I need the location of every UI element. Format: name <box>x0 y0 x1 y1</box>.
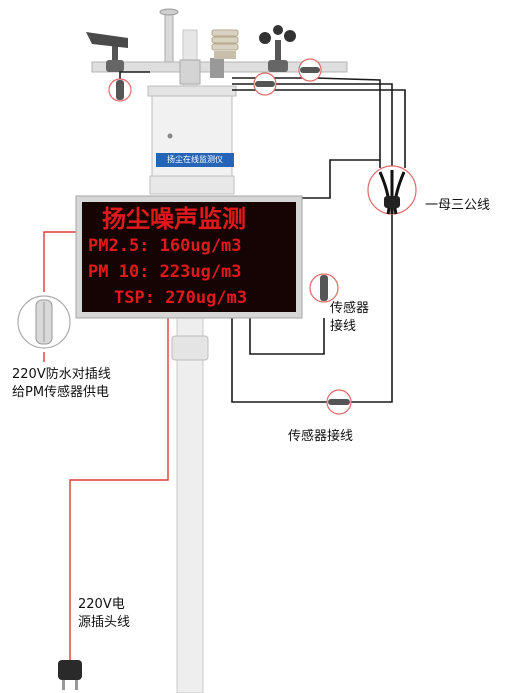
connector-marker <box>326 389 352 415</box>
wind-vane-icon <box>86 32 128 72</box>
connector-marker <box>298 58 322 82</box>
connector-marker <box>309 273 339 303</box>
thermo-hygro-shield-icon <box>211 29 239 59</box>
lightning-rod <box>164 11 174 71</box>
mains-plug-label: 220V电 源插头线 <box>78 597 131 630</box>
display-title: 扬尘噪声监测 <box>102 205 246 233</box>
display-line-tsp: TSP: 270ug/m3 <box>114 288 248 308</box>
main-pole <box>176 309 204 693</box>
sensor-wiring-vertical-label: 传感器 接线 <box>330 301 370 334</box>
mains-plug-icon <box>58 660 82 690</box>
led-display-screen <box>82 202 296 312</box>
cable-splitter-icon <box>367 165 417 215</box>
pm-power-label: 220V防水对插线 给PM传感器供电 <box>12 367 111 400</box>
connector-marker <box>253 72 277 96</box>
monitor-box-label: 扬尘在线监测仪 <box>156 153 234 167</box>
monitor-box <box>151 85 233 187</box>
connector-marker <box>108 78 132 102</box>
splitter-label: 一母三公线 <box>425 198 491 213</box>
power-wires <box>43 231 169 660</box>
display-line-pm10: PM 10: 223ug/m3 <box>88 262 242 282</box>
display-line-pm25: PM2.5: 160ug/m3 <box>88 236 242 256</box>
anemometer-icon <box>259 25 296 72</box>
sensor-wiring-horizontal-label: 传感器接线 <box>288 429 354 444</box>
noise-sensor-icon <box>210 58 224 78</box>
waterproof-connector-icon <box>17 295 71 349</box>
pole-clamp <box>171 335 209 361</box>
